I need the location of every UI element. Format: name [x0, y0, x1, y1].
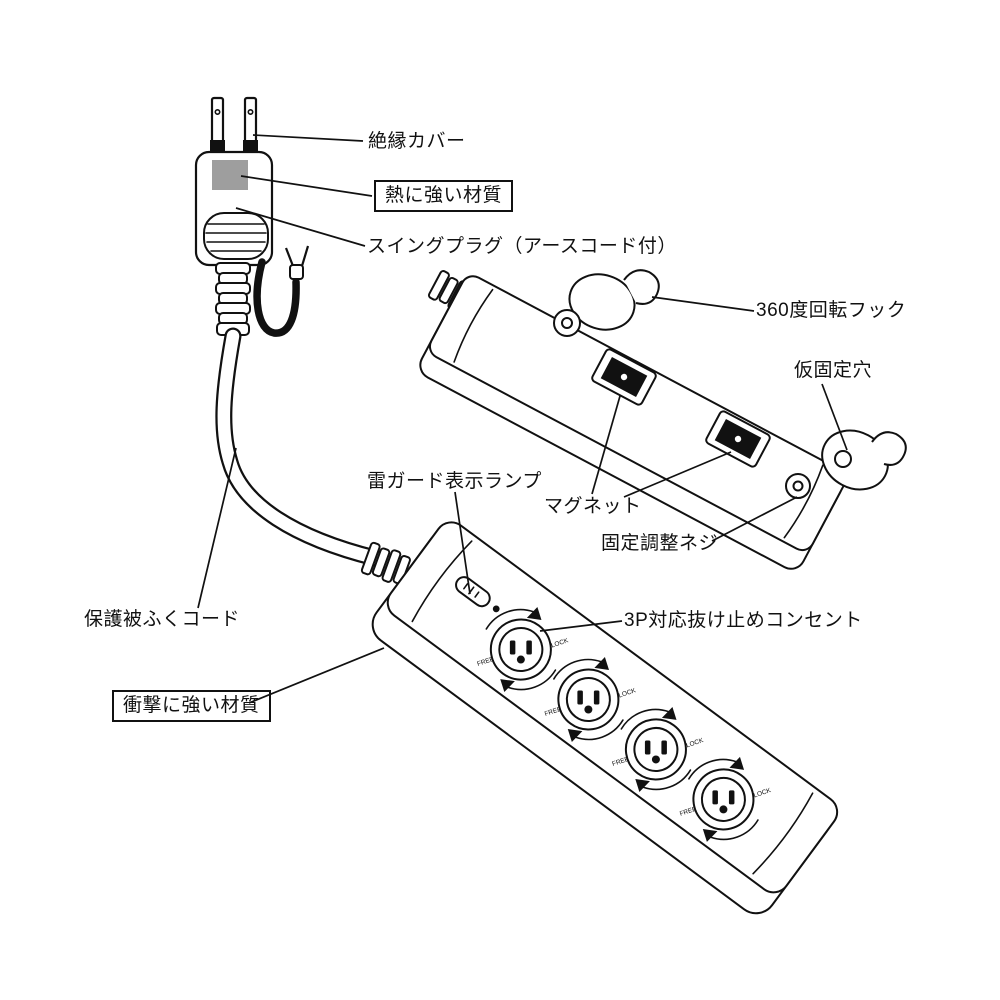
label-impact-resistant: 衝撃に強い材質	[112, 690, 271, 722]
strip-front-view: FREE LOCK FREE LOCK FREE LOCK FREE LOCK	[371, 521, 839, 915]
plug-assembly	[194, 96, 274, 336]
hook-pivot-screw	[553, 309, 581, 337]
plug-grip	[203, 212, 269, 260]
strip-rear-view	[419, 275, 847, 570]
magnet-2	[705, 410, 771, 468]
heat-material-highlight	[212, 160, 248, 190]
label-fixing-screw: 固定調整ネジ	[601, 533, 719, 554]
label-magnet: マグネット	[544, 496, 642, 517]
leader-insulation-cover	[252, 134, 364, 142]
label-protective-cord: 保護被ふくコード	[84, 609, 241, 630]
strain-relief	[215, 262, 251, 336]
leader-impact-resistant	[248, 647, 385, 704]
leader-heat-resistant	[240, 175, 373, 197]
leader-swing-plug	[235, 207, 366, 247]
leader-protective-cord	[197, 447, 237, 609]
power-cord	[215, 327, 384, 567]
leader-temp-fixing-hole	[821, 383, 848, 451]
label-heat-resistant: 熱に強い材質	[374, 180, 514, 212]
fixing-screw	[785, 473, 811, 499]
leader-surge-lamp	[454, 491, 471, 595]
label-outlet-3p: 3P対応抜け止めコンセント	[624, 610, 863, 631]
earth-terminal	[284, 245, 310, 280]
leader-magnet-1	[591, 395, 621, 495]
leader-outlet-3p	[539, 620, 623, 632]
magnet-1	[591, 348, 657, 406]
rotating-hook	[568, 269, 660, 331]
leader-magnet-2	[623, 451, 732, 498]
strip-cord-boot	[360, 541, 411, 585]
label-swing-plug: スイングプラグ（アースコード付）	[367, 236, 677, 257]
earth-cord	[253, 245, 310, 337]
label-rotating-hook: 360度回転フック	[756, 300, 907, 321]
surge-lamp	[455, 576, 500, 613]
leader-lines	[197, 134, 848, 704]
end-hook	[821, 429, 907, 491]
label-insulation-cover: 絶縁カバー	[368, 131, 466, 152]
leader-rotating-hook	[651, 296, 755, 312]
leader-fixing-screw	[711, 496, 798, 542]
temp-fixing-hole	[834, 450, 852, 468]
label-surge-lamp: 雷ガード表示ランプ	[367, 471, 542, 492]
label-temp-fixing-hole: 仮固定穴	[794, 360, 873, 381]
